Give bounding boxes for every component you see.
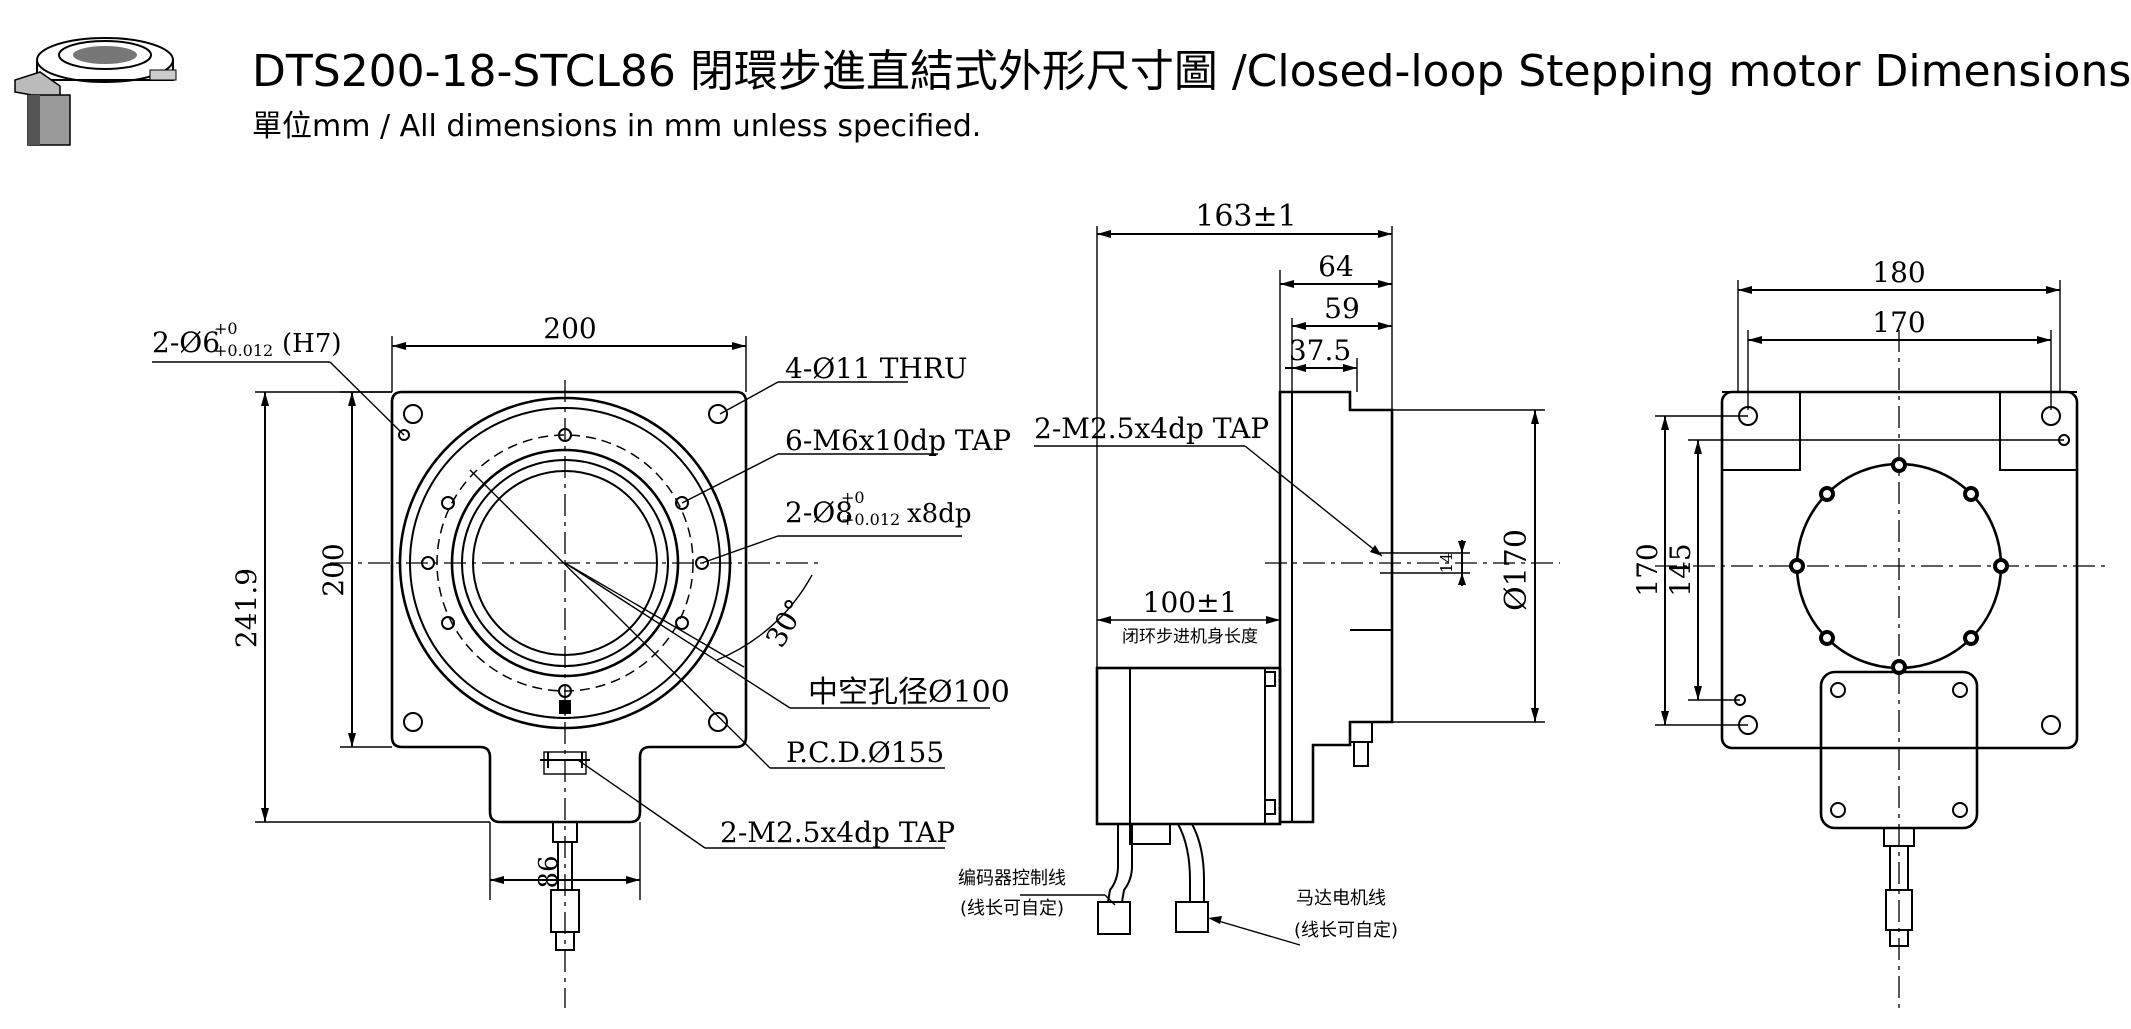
encoder-cable-note: (线长可自定) <box>960 898 1064 919</box>
thru-holes-label: 4-Ø11 THRU <box>785 352 968 385</box>
rear-view: 180 170 170 145 <box>1631 256 2110 1008</box>
svg-text:+0.012: +0.012 <box>841 510 900 529</box>
svg-text:+0: +0 <box>841 488 865 507</box>
tap-holes-label: 6-M6x10dp TAP <box>785 424 1011 457</box>
rear-h170-label: 170 <box>1631 543 1664 596</box>
rear-w180-label: 180 <box>1872 256 1925 289</box>
pin-callout: 2-Ø6 +0 +0.012 (H7) <box>152 319 342 360</box>
dia170-label: Ø170 <box>1499 529 1534 611</box>
front-width-label: 200 <box>543 312 596 345</box>
page-title: DTS200-18-STCL86 閉環步進直結式外形尺寸圖 /Closed-lo… <box>252 46 2131 97</box>
product-thumbnail <box>14 37 177 146</box>
motor-cable-note: (线长可自定) <box>1294 920 1398 941</box>
d64-label: 64 <box>1318 250 1354 283</box>
angle-label: 30° <box>759 594 812 653</box>
small-tap-label: 2-M2.5x4dp TAP <box>720 816 955 849</box>
bore-label: 中空孔径Ø100 <box>808 675 1010 710</box>
encoder-cable-label: 编码器控制线 <box>958 868 1066 889</box>
side-view: 163±1 64 59 37.5 Ø170 14 100±1 闭环步进机身长度 … <box>958 199 1560 946</box>
svg-text:+0: +0 <box>214 319 238 338</box>
tab-width-label: 86 <box>534 855 564 888</box>
svg-text:2-Ø6: 2-Ø6 <box>152 326 220 359</box>
motor-length-label: 100±1 <box>1143 586 1238 619</box>
front-body-outline <box>390 390 748 824</box>
svg-text:x8dp: x8dp <box>907 499 972 529</box>
rear-h145-label: 145 <box>1664 543 1697 596</box>
front-total-height-label: 241.9 <box>230 568 263 648</box>
side-tap-label: 2-M2.5x4dp TAP <box>1034 412 1269 445</box>
d59-label: 59 <box>1324 292 1360 325</box>
svg-text:+0.012: +0.012 <box>214 341 273 360</box>
front-height-label: 200 <box>317 543 350 596</box>
pcd-label: P.C.D.Ø155 <box>786 736 944 769</box>
motor-cable-label: 马达电机线 <box>1296 888 1386 909</box>
d37-label: 37.5 <box>1289 334 1351 367</box>
svg-text:2-Ø8: 2-Ø8 <box>785 496 853 529</box>
front-view: 200 200 241.9 86 2-Ø6 <box>152 312 1011 1008</box>
page-subtitle: 單位mm / All dimensions in mm unless speci… <box>252 109 981 144</box>
rear-w170-label: 170 <box>1872 306 1925 339</box>
svg-text:(H7): (H7) <box>282 329 342 359</box>
motor-length-note: 闭环步进机身长度 <box>1122 627 1258 647</box>
pin-holes-callout: 2-Ø8 +0 +0.012 x8dp <box>785 488 972 529</box>
d14-label: 14 <box>1437 553 1456 573</box>
overall-length-label: 163±1 <box>1195 199 1296 234</box>
